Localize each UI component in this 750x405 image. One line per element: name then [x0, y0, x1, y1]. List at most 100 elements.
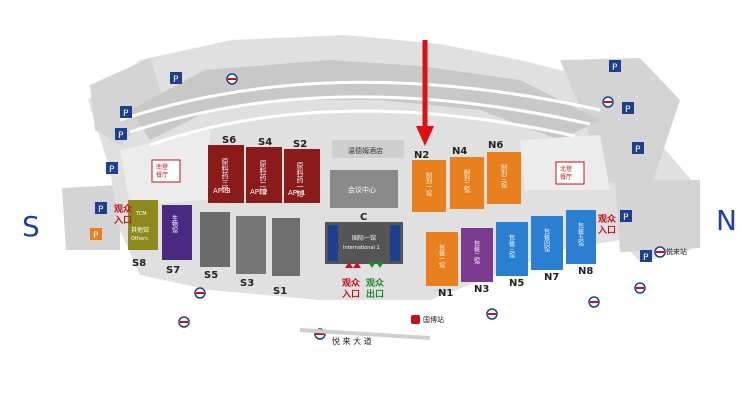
hall-n3[interactable]: 包装二馆	[461, 228, 493, 282]
parking-marker[interactable]: P	[170, 72, 182, 85]
parking-marker[interactable]: P	[609, 60, 621, 73]
hall-n6-cn: 制剂三馆	[500, 163, 507, 189]
hall-s8-cn: 其他馆	[131, 226, 149, 234]
hall-n5[interactable]: 包装三馆	[496, 222, 528, 276]
label-c: C	[360, 212, 367, 223]
center-entrance[interactable]: 观众 入口	[341, 277, 363, 300]
entrance-left[interactable]: 观众 入口	[113, 203, 135, 226]
label-n7: N7	[544, 272, 559, 283]
hall-s2-api: API 1	[288, 189, 306, 197]
parking-marker[interactable]: P	[622, 102, 634, 115]
hall-c[interactable]: 国际一馆 International 1	[325, 222, 403, 264]
metro-icon	[486, 308, 498, 320]
pointer-arrow	[416, 40, 434, 146]
hall-s7-cn: 生物馆	[171, 214, 178, 234]
label-n8: N8	[578, 266, 593, 277]
hall-s2-cn: 原料药一馆	[296, 162, 304, 198]
hall-s5[interactable]	[200, 212, 230, 267]
parking-marker[interactable]: P	[632, 142, 644, 155]
north-restaurant-line1: 北登	[560, 165, 572, 173]
hall-s8[interactable]: TCM 其他馆 Others	[128, 200, 158, 250]
south-restaurant[interactable]: 南登 餐厅	[151, 159, 181, 183]
parking-marker[interactable]: P	[640, 250, 652, 263]
hall-s3[interactable]	[236, 216, 266, 274]
parking-letter: P	[118, 131, 124, 141]
conference-center[interactable]: 会议中心	[330, 170, 398, 208]
north-letter: N	[716, 204, 737, 237]
hall-s8-tcm: TCM	[135, 211, 147, 217]
hall-s6[interactable]: 原料药三馆 API 3	[208, 145, 244, 203]
hall-c-cn: 国际一馆	[352, 234, 376, 242]
label-s2: S2	[293, 139, 307, 150]
avenue: 悦 来 大 道	[299, 328, 431, 346]
hall-n5-cn: 包装三馆	[508, 233, 515, 259]
entrance-right-line2: 入口	[597, 225, 616, 236]
entrance-right[interactable]: 观众 入口	[597, 213, 619, 236]
parking-marker[interactable]: P	[620, 210, 632, 223]
label-n5: N5	[509, 278, 524, 289]
metro-icon	[602, 96, 614, 108]
hall-s1[interactable]	[272, 218, 300, 276]
metro-icon	[178, 316, 190, 328]
metro-icon	[588, 296, 600, 308]
parking-letter: P	[93, 231, 99, 241]
parking-letter: P	[98, 205, 104, 215]
label-s8: S8	[132, 258, 146, 269]
conference-label: 会议中心	[348, 185, 376, 194]
label-s5: S5	[204, 270, 218, 281]
hall-s2[interactable]: 原料药一馆 API 1	[284, 149, 320, 203]
center-exit[interactable]: 观众 出口	[366, 277, 387, 300]
label-s7: S7	[166, 265, 180, 276]
parking-marker[interactable]: P	[90, 228, 102, 241]
hall-n8-cn: 包装五馆	[577, 221, 584, 247]
hall-n3-cn: 包装二馆	[473, 239, 480, 265]
parking-marker[interactable]: P	[106, 162, 118, 175]
metro-icon	[194, 287, 206, 299]
expo-station[interactable]: 国博站	[411, 315, 444, 324]
parking-marker[interactable]: P	[120, 106, 132, 119]
center-entrance-line1: 观众	[342, 277, 361, 289]
hall-n4[interactable]: 制剂二馆	[450, 157, 484, 209]
hall-c-en: International 1	[343, 245, 380, 251]
hall-s7[interactable]: 生物馆	[162, 205, 192, 260]
parking-letter: P	[173, 75, 179, 85]
hall-n6[interactable]: 制剂三馆	[487, 152, 521, 204]
south-restaurant-label: 南登 餐厅	[156, 163, 170, 179]
hall-n2-cn: 制剂一馆	[425, 171, 432, 197]
parking-letter: P	[643, 253, 649, 263]
entrance-left-line1: 观众	[114, 203, 133, 215]
avenue-label: 悦 来 大 道	[332, 336, 372, 346]
north-restaurant[interactable]: 北登 餐厅	[555, 161, 585, 185]
label-n3: N3	[474, 284, 489, 295]
parking-markers: P P P P P P P P P P P	[90, 60, 652, 263]
parking-marker[interactable]: P	[115, 128, 127, 141]
south-restaurant-line1: 南登	[156, 163, 168, 171]
hall-n8[interactable]: 包装五馆	[566, 210, 596, 264]
label-n6: N6	[488, 140, 503, 151]
south-letter: S	[22, 210, 40, 243]
label-n2: N2	[414, 150, 429, 161]
hall-s4[interactable]: 原料药二馆 API 2	[246, 147, 282, 203]
metro-station-label: 悦来站	[666, 247, 687, 256]
north-restaurant-label: 北登 餐厅	[560, 165, 574, 181]
hall-n1[interactable]: 包装一馆	[426, 232, 458, 286]
hall-n7[interactable]: 包装四馆	[531, 216, 563, 270]
center-entrance-line2: 入口	[341, 289, 360, 300]
label-s6: S6	[222, 135, 236, 146]
parking-letter: P	[109, 165, 115, 175]
center-arrows	[345, 262, 384, 268]
expo-station-label: 国博站	[423, 315, 444, 324]
parking-letter: P	[123, 109, 129, 119]
north-restaurant-line2: 餐厅	[560, 173, 572, 181]
hall-n2[interactable]: 制剂一馆	[412, 160, 446, 212]
metro-icon	[226, 73, 238, 85]
hall-n1-cn: 包装一馆	[438, 243, 445, 269]
center-exit-line1: 观众	[366, 277, 385, 289]
metro-icon	[634, 282, 646, 294]
parking-marker[interactable]: P	[95, 202, 107, 215]
hall-n7-cn: 包装四馆	[543, 227, 550, 253]
parking-letter: P	[625, 105, 631, 115]
hall-s4-cn: 原料药二馆	[259, 160, 267, 196]
label-s1: S1	[273, 286, 287, 297]
